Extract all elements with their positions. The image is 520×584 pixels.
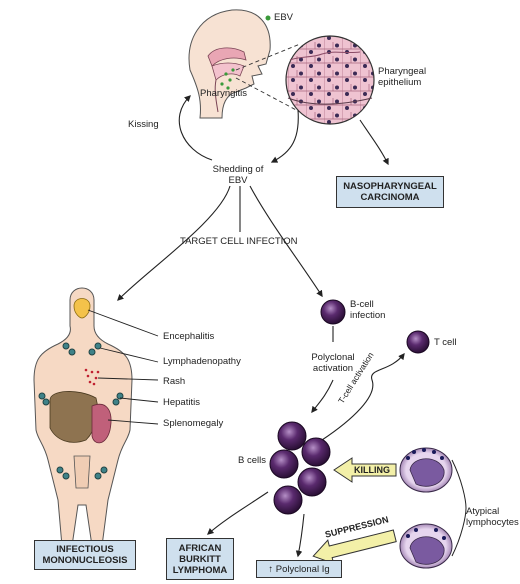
atypical-lymphocyte-2 — [399, 523, 453, 569]
t-cell-label: T cell — [434, 337, 457, 348]
infectious-mononucleosis-line2: MONONUCLEOSIS — [42, 555, 128, 566]
burkitt-line3: LYMPHOMA — [172, 564, 228, 576]
polyclonal-activation-label-line2: activation — [312, 363, 354, 374]
shedding-label-line1: Shedding of — [212, 164, 264, 175]
rash-label: Rash — [163, 376, 186, 387]
target-cell-infection-label: TARGET CELL INFECTION — [180, 236, 298, 247]
lymphadenopathy-label: Lymphadenopathy — [163, 356, 241, 367]
hepatitis-label: Hepatitis — [163, 397, 200, 408]
nasopharyngeal-carcinoma-line2: CARCINOMA — [360, 192, 420, 203]
head-profile-illustration — [188, 9, 271, 119]
b-cells-label: B cells — [238, 455, 266, 466]
infectious-mononucleosis-box: INFECTIOUS MONONUCLEOSIS — [34, 540, 136, 570]
pharyngeal-epithelium-label-line2: epithelium — [378, 77, 422, 88]
ebv-legend-label: EBV — [274, 12, 294, 23]
polyclonal-ig-box: ↑ Polyclonal Ig — [256, 560, 342, 578]
atypical-lymphocyte-1 — [399, 447, 453, 493]
atypical-lymphocytes-label-line1: Atypical — [466, 506, 500, 517]
b-cell-infection-label-line1: B-cell — [350, 299, 374, 310]
splenomegaly-label: Splenomegaly — [163, 418, 224, 429]
nasopharyngeal-carcinoma-box: NASOPHARYNGEAL CARCINOMA — [336, 176, 444, 208]
nasopharyngeal-carcinoma-line1: NASOPHARYNGEAL — [343, 181, 437, 192]
b-cell-infection-label-line2: infection — [350, 310, 386, 321]
b-cell-cluster — [269, 421, 331, 515]
shedding-label-line2: EBV — [228, 175, 248, 186]
killing-label: KILLING — [354, 465, 390, 475]
polyclonal-activation-label-line1: Polyclonal — [311, 352, 355, 363]
infectious-mononucleosis-line1: INFECTIOUS — [56, 544, 114, 555]
atypical-lymphocytes-label-line2: lymphocytes — [466, 517, 519, 528]
burkitt-line1: AFRICAN — [178, 542, 222, 554]
b-cell-infection-cell — [320, 299, 346, 325]
suppression-arrow — [312, 529, 397, 565]
encephalitis-label: Encephalitis — [163, 331, 215, 342]
kissing-label: Kissing — [128, 119, 159, 130]
pharyngeal-epithelium-illustration — [285, 35, 375, 125]
killing-arrow — [333, 457, 397, 483]
burkitt-line2: BURKITT — [179, 553, 221, 565]
human-body-illustration — [33, 287, 133, 547]
african-burkitt-lymphoma-box: AFRICAN BURKITT LYMPHOMA — [166, 538, 234, 580]
pharyngeal-epithelium-label-line1: Pharyngeal — [378, 66, 427, 77]
ebv-legend-dot — [265, 15, 271, 21]
t-cell — [406, 330, 430, 354]
pharyngitis-label: Pharyngitis — [200, 88, 247, 99]
